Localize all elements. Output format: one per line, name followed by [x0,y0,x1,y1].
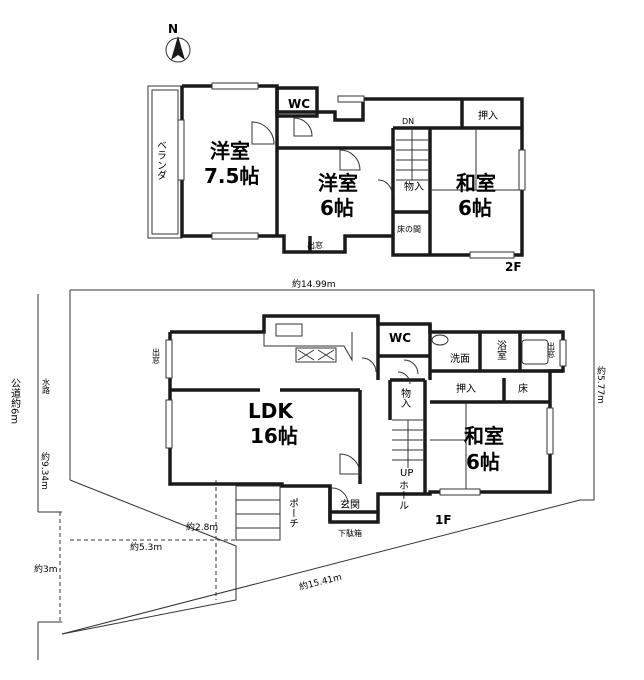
storage-1f-label: 物入 [399,387,411,408]
site-labels: 約14.99m 約15.41m 約5.77m 約9.34m 公道約6m 水路 約… [9,278,606,593]
floor-1-label: 1F [435,513,452,527]
bay-window-1f-label: 出窓 [152,347,161,364]
waterway-label: 水路 [42,377,51,394]
offset-3m-label: 約3m [34,563,58,575]
storage-2f-label: 物入 [404,180,424,193]
offset-2-8m-label: 約2.8m [186,521,218,533]
hall-label: ホール [397,480,409,510]
western-7-5-size: 7.5帖 [204,164,259,188]
wc-2f [275,86,319,118]
veranda-label: ベランダ [155,140,167,180]
ldk-name: LDK [248,399,294,423]
japanese-1f-name: 和室 [464,424,504,448]
wc-2f-label: WC [288,97,310,111]
ldk-size: 16帖 [250,424,298,448]
road-label: 公道約6m [9,378,21,424]
entrance-label: 玄関 [340,498,360,511]
stairs-2f [396,128,428,181]
bay-window-bath-label: 出窓 [547,341,556,358]
stove-icon [295,347,337,363]
toko-1f-label: 床 [518,382,528,395]
western-6-name: 洋室 [318,171,358,195]
stairs-up-label: UP [400,468,413,479]
bath-label: 浴室 [495,340,507,360]
floor-2-label: 2F [505,260,522,274]
floor-2-plan: ベランダ WC 洋室 7.5帖 洋室 6帖 和室 6帖 物入 押入 床の間 出窓… [147,82,526,274]
width-bottom-label: 約15.41m [298,571,343,593]
washbasin-icon [431,334,449,346]
shoe-box-label: 下駄箱 [338,528,362,538]
offset-5-3m-label: 約5.3m [130,541,162,553]
oshiire-1f-label: 押入 [456,382,476,395]
wc-1f-label: WC [389,331,411,345]
porch-label: ポーチ [287,498,299,528]
compass-icon: N [165,22,191,63]
site-boundary [37,289,595,660]
toko-2f-label: 床の間 [397,224,421,234]
depth-right-label: 約5.77m [595,365,606,404]
porch-steps [235,485,281,541]
floor-1-plan: 出窓 LDK 16帖 WC 洗面 浴室 出窓 押入 床 和室 6帖 物入 UP … [152,314,567,541]
washroom-label: 洗面 [450,353,470,365]
stairs-1f [392,419,423,468]
stairs-dn-label: DN [402,117,414,126]
western-6-size: 6帖 [320,196,354,220]
depth-left-label: 約9.34m [39,451,50,490]
japanese-2f-name: 和室 [456,171,496,195]
japanese-1f-size: 6帖 [466,450,500,474]
width-top-label: 約14.99m [292,278,336,290]
japanese-2f-size: 6帖 [458,196,492,220]
bathtub-icon [521,339,549,365]
north-label: N [168,22,178,36]
bay-window-2f-label: 出窓 [307,240,323,250]
western-7-5-name: 洋室 [210,139,250,163]
oshiire-2f-label: 押入 [478,109,498,122]
